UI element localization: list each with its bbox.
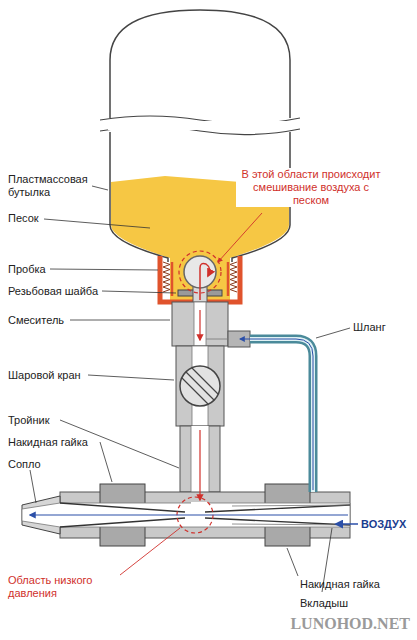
callout-note: В этой области происходит смешивание воз… xyxy=(236,168,386,207)
hose xyxy=(240,339,313,492)
part-label: Резьбовая шайба xyxy=(8,285,102,298)
callout-note: Область низкого давления xyxy=(8,574,120,600)
leader-lines xyxy=(30,186,350,592)
part-label: Пластмассовая бутылка xyxy=(8,173,94,199)
part-label: Шланг xyxy=(353,321,403,334)
part-label: Пробка xyxy=(8,263,52,276)
part-label: Сопло xyxy=(8,458,48,471)
nozzle-body xyxy=(22,310,350,546)
part-label: Шаровой кран xyxy=(8,369,90,382)
part-label: Песок xyxy=(8,212,48,225)
plastic-bottle xyxy=(100,10,300,300)
part-label: Смеситель xyxy=(8,314,72,327)
ball-valve xyxy=(176,346,224,426)
part-label: Накидная гайка xyxy=(8,436,102,449)
part-label: Накидная гайка xyxy=(300,578,400,591)
mixer xyxy=(172,302,250,347)
part-label: Вкладыш xyxy=(300,597,360,610)
part-label: Тройник xyxy=(8,414,64,427)
watermark: LUNOHOD.NET xyxy=(250,614,410,633)
flow-label: ВОЗДУХ xyxy=(361,518,413,531)
cap xyxy=(160,256,240,302)
